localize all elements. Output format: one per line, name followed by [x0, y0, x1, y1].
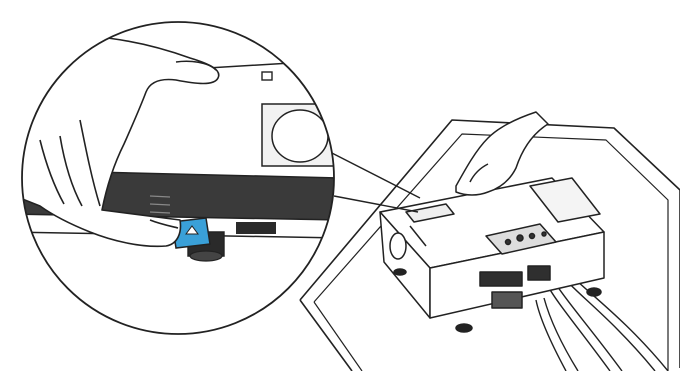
- projector-icon: [380, 178, 604, 332]
- zoom-callout-icon: [0, 0, 360, 360]
- cable-icon: [536, 278, 668, 371]
- zoom-callout-lines: [326, 150, 420, 212]
